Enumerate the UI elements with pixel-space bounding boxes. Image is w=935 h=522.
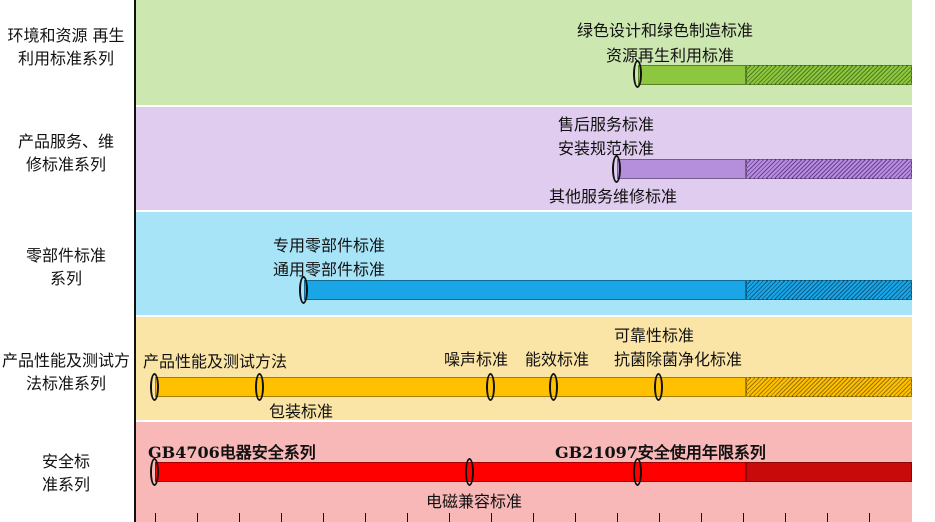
x-axis-tick bbox=[449, 513, 450, 522]
annotation: 专用零部件标准 bbox=[273, 236, 386, 255]
bar-environment-future bbox=[746, 65, 912, 85]
bar-service bbox=[617, 159, 746, 179]
row-label-safety: 安全标准系列 bbox=[41, 452, 90, 494]
x-axis-tick bbox=[617, 513, 618, 522]
row-label-environment: 环境和资源 再生利用标准系列 bbox=[7, 26, 125, 68]
band-environment bbox=[136, 0, 912, 105]
x-axis-tick bbox=[155, 513, 156, 522]
x-axis-tick bbox=[491, 513, 492, 522]
milestone-marker bbox=[150, 458, 159, 486]
x-axis-tick bbox=[701, 513, 702, 522]
milestone-marker bbox=[255, 373, 264, 401]
x-axis-tick bbox=[239, 513, 240, 522]
row-label-performance: 产品性能及测试方法标准系列 bbox=[2, 351, 131, 393]
milestone-marker bbox=[612, 155, 621, 183]
annotation: 售后服务标准 bbox=[558, 115, 655, 134]
bar-safety bbox=[155, 462, 746, 482]
milestone-marker bbox=[633, 60, 642, 88]
band-service bbox=[136, 107, 912, 210]
bar-parts bbox=[304, 280, 746, 300]
x-axis-tick bbox=[827, 513, 828, 522]
milestone-marker bbox=[150, 373, 159, 401]
annotation: 噪声标准 bbox=[444, 350, 509, 369]
x-axis-tick bbox=[659, 513, 660, 522]
x-axis-tick bbox=[533, 513, 534, 522]
x-axis-tick bbox=[743, 513, 744, 522]
x-axis-tick bbox=[323, 513, 324, 522]
x-axis-tick bbox=[869, 513, 870, 522]
annotation: 包装标准 bbox=[269, 402, 334, 421]
bar-safety-future bbox=[746, 462, 912, 482]
milestone-marker bbox=[299, 276, 308, 304]
annotation: 绿色设计和绿色制造标准 bbox=[577, 21, 754, 40]
annotation: 可靠性标准 bbox=[614, 326, 695, 345]
x-axis-tick bbox=[407, 513, 408, 522]
annotation: 电磁兼容标准 bbox=[426, 492, 523, 511]
annotation: 资源再生利用标准 bbox=[606, 46, 735, 65]
y-axis-line bbox=[134, 0, 136, 522]
annotation: 能效标准 bbox=[525, 350, 590, 369]
row-label-parts: 零部件标准系列 bbox=[26, 246, 107, 288]
x-axis-tick bbox=[785, 513, 786, 522]
milestone-marker bbox=[654, 373, 663, 401]
bar-parts-future bbox=[746, 280, 912, 300]
bar-service-future bbox=[746, 159, 912, 179]
x-axis-tick bbox=[197, 513, 198, 522]
band-performance bbox=[136, 317, 912, 420]
x-axis-tick bbox=[575, 513, 576, 522]
annotation: 其他服务维修标准 bbox=[549, 187, 678, 206]
annotation: 产品性能及测试方法 bbox=[143, 352, 288, 371]
annotation: 抗菌除菌净化标准 bbox=[614, 350, 743, 369]
x-axis-tick bbox=[281, 513, 282, 522]
annotation: 安装规范标准 bbox=[558, 139, 655, 158]
annotation: GB4706电器安全系列 bbox=[148, 443, 316, 462]
annotation: 通用零部件标准 bbox=[273, 260, 386, 279]
milestone-marker bbox=[549, 373, 558, 401]
milestone-marker bbox=[465, 458, 474, 486]
milestone-marker bbox=[486, 373, 495, 401]
x-axis-tick bbox=[365, 513, 366, 522]
bar-performance-future bbox=[746, 377, 912, 397]
bar-environment bbox=[638, 65, 746, 85]
milestone-marker bbox=[633, 458, 642, 486]
annotation: GB21097安全使用年限系列 bbox=[555, 443, 766, 462]
row-label-service: 产品服务、维修标准系列 bbox=[17, 132, 114, 174]
